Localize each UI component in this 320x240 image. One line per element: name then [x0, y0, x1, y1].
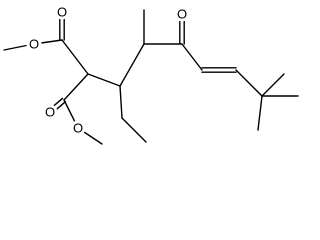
single-bond	[235, 69, 263, 97]
single-bond	[63, 73, 89, 101]
single-bond	[119, 85, 123, 119]
atom-label-background	[42, 104, 58, 120]
atom-label-background	[174, 6, 190, 22]
ester-oxygen-bottom: O	[73, 121, 83, 136]
bonds	[3, 9, 299, 145]
carbonyl-oxygen-top: O	[57, 5, 67, 20]
ester-oxygen-top: O	[29, 37, 39, 52]
atom-label-background	[26, 36, 42, 52]
atom-label-background	[54, 4, 70, 20]
molecule-structure: O O O O O	[3, 4, 299, 145]
single-bond	[61, 39, 89, 75]
ketone-oxygen: O	[177, 7, 187, 22]
atom-label-background	[70, 120, 86, 136]
single-bond	[257, 95, 263, 131]
carbonyl-oxygen-bottom: O	[45, 105, 55, 120]
single-bond	[87, 73, 121, 87]
atom-labels: O O O O O	[26, 4, 190, 136]
single-bond	[261, 73, 285, 97]
molecule-figure: O O O O O	[3, 4, 299, 145]
single-bond	[181, 43, 203, 71]
single-bond	[119, 43, 145, 87]
single-bond	[121, 117, 147, 143]
